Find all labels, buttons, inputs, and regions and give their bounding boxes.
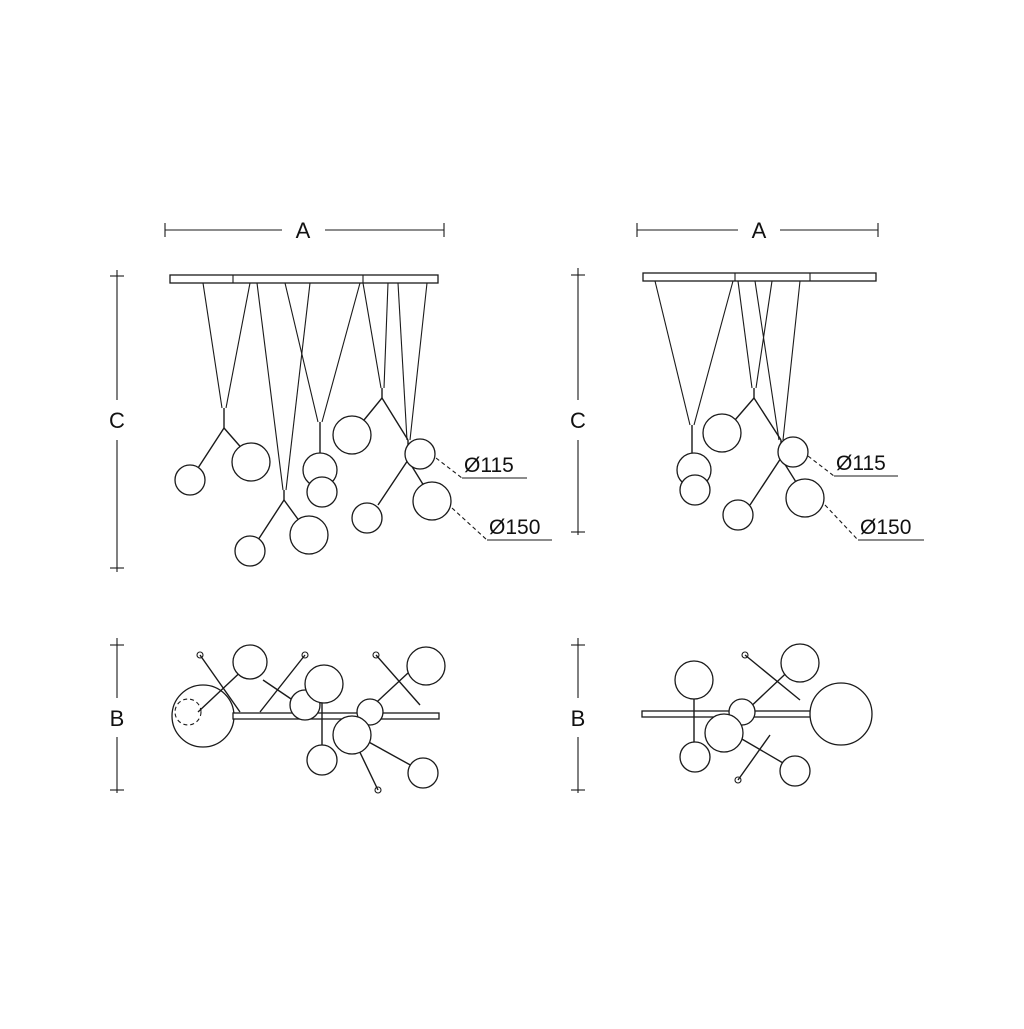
small-globe-diameter-label: Ø115 [464,454,514,477]
right-plan-view: B [571,638,873,793]
plan-globe [407,757,439,789]
large-globe [702,413,742,453]
small-globe [679,474,711,506]
dimension-c-right: C [570,268,586,535]
globe-cluster-3 [302,422,338,508]
dimension-b-label: B [110,706,125,731]
ceiling-canopy [169,274,439,284]
plan-globe [356,698,384,726]
globe-cluster-r1 [676,425,712,506]
callout-large-globe-left: Ø150 [451,507,552,541]
plan-globe [304,664,344,704]
small-globe [404,438,436,470]
ceiling-canopy [642,272,877,282]
plan-globe [780,643,820,683]
globe-cluster-4 [332,388,409,455]
plan-globe [332,715,372,755]
left-elevation-view: A C [109,218,552,572]
dimension-b-label: B [571,706,586,731]
large-globe [785,478,825,518]
callout-small-globe-left: Ø115 [435,454,527,479]
small-globe [351,502,383,534]
small-globe [234,535,266,567]
dimension-b-left: B [110,638,125,793]
dimension-a-label: A [296,218,311,243]
plan-canopy-bar [232,712,440,720]
dimension-c-left: C [109,270,125,572]
globe-cluster-r2 [702,388,782,453]
plan-globe [704,713,744,753]
plan-globe [232,644,268,680]
small-globe [777,436,809,468]
canopy-large-globe [171,684,235,748]
plan-globe [674,660,714,700]
left-plan-view: B [110,638,446,794]
globe-cluster-5 [351,438,452,534]
globe-cluster-2 [234,490,329,567]
callout-small-globe-right: Ø115 [807,452,898,477]
large-globe [231,442,271,482]
large-globe [412,481,452,521]
small-globe [174,464,206,496]
dimension-a-label: A [752,218,767,243]
plan-globe [779,755,811,787]
dimension-a-right: A [636,218,879,243]
suspension-cables [654,280,801,441]
right-elevation-view: A C [570,218,924,541]
large-globe-diameter-label: Ø150 [860,516,911,539]
globe-cluster-r3 [722,436,825,531]
plan-globe [679,741,711,773]
canopy-large-globe [809,682,873,746]
plan-globe [306,744,338,776]
large-globe-diameter-label: Ø150 [489,516,540,539]
small-globe [722,499,754,531]
dimension-b-right: B [571,638,586,793]
small-globe-diameter-label: Ø115 [836,452,886,475]
large-globe [332,415,372,455]
large-globe [289,515,329,555]
small-globe [306,476,338,508]
dimension-c-label: C [109,408,125,433]
callout-large-globe-right: Ø150 [824,504,924,541]
dimension-c-label: C [570,408,586,433]
suspension-cables [202,282,428,491]
dimension-a-left: A [164,218,445,243]
hidden-globe-outline [174,698,202,726]
globe-cluster-1 [174,408,271,496]
plan-globe [406,646,446,686]
